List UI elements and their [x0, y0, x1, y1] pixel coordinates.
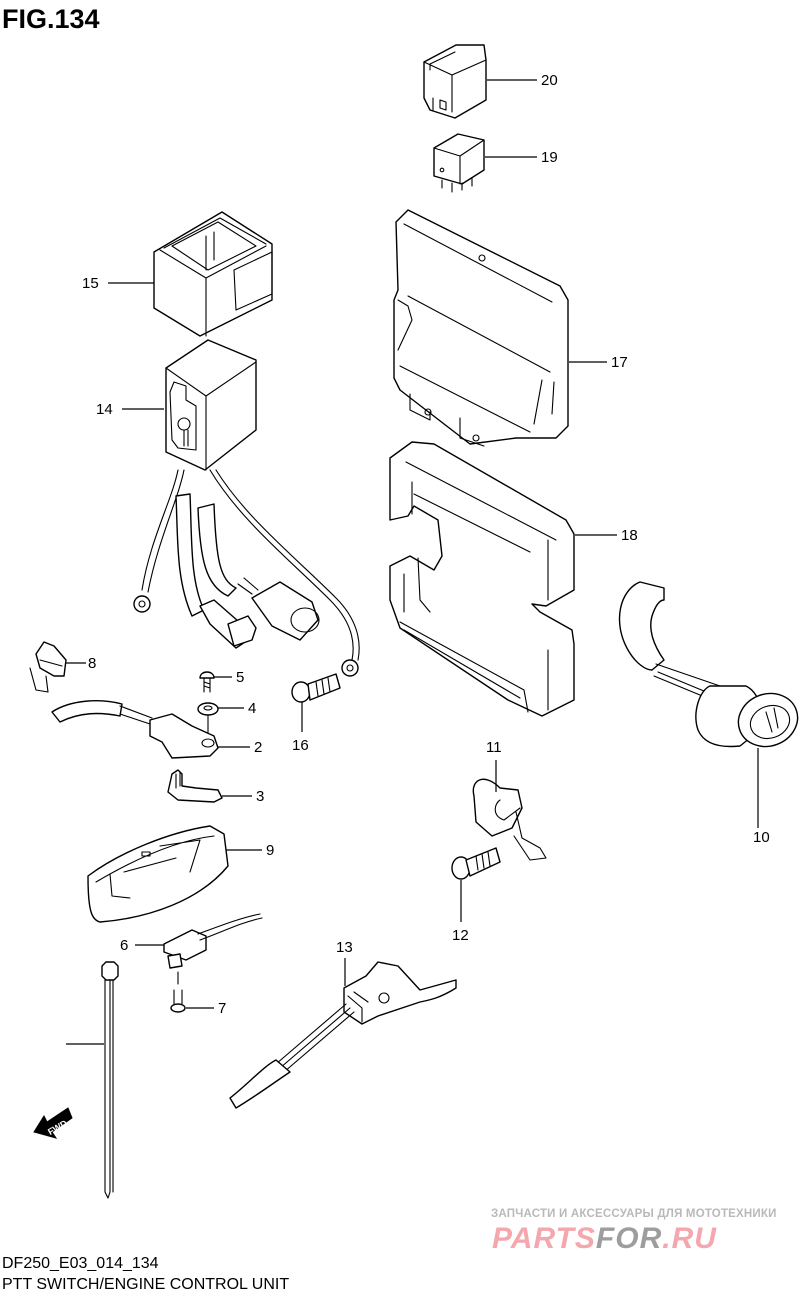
callout-3[interactable]: 4 — [248, 700, 256, 717]
callout-9[interactable]: 10 — [753, 829, 770, 846]
part-5-micro-switch[interactable] — [163, 913, 263, 969]
callout-18[interactable]: 19 — [541, 149, 558, 166]
part-12-switch-assembly[interactable] — [229, 961, 457, 1109]
fwd-arrow-icon: FWD — [33, 1107, 73, 1139]
callout-11[interactable]: 12 — [452, 927, 469, 944]
part-13-control-unit-harness[interactable] — [133, 339, 360, 677]
watermark-brand-a: PARTS — [492, 1222, 596, 1255]
callout-8[interactable]: 9 — [266, 842, 274, 859]
figure-code: DF250_E03_014_134 — [2, 1255, 159, 1272]
callout-14[interactable]: 15 — [82, 275, 99, 292]
watermark-logo[interactable]: PARTSFOR.RU — [492, 1222, 717, 1256]
part-20-cable-tie[interactable] — [101, 961, 119, 1199]
part-15-bolt[interactable] — [291, 673, 341, 703]
part-6-screw[interactable] — [170, 971, 186, 1013]
part-11-bolt[interactable] — [451, 847, 501, 880]
callout-2[interactable]: 3 — [256, 788, 264, 805]
callout-1[interactable]: 2 — [254, 739, 262, 756]
callout-5[interactable]: 6 — [120, 937, 128, 954]
part-1-ptt-switch-housing[interactable] — [51, 700, 219, 759]
callout-10[interactable]: 11 — [486, 739, 502, 756]
part-10-clamp[interactable] — [472, 778, 547, 861]
figure-title: FIG.134 — [2, 4, 100, 34]
part-4-screw[interactable] — [199, 671, 215, 693]
callout-16[interactable]: 17 — [611, 354, 628, 371]
callout-13[interactable]: 14 — [96, 401, 113, 418]
watermark-brand-c: .RU — [662, 1222, 717, 1255]
part-14-cover[interactable] — [153, 211, 273, 337]
figure-name: PTT SWITCH/ENGINE CONTROL UNIT — [2, 1276, 290, 1293]
callout-17[interactable]: 18 — [621, 527, 638, 544]
watermark-brand-b: FOR — [595, 1222, 663, 1255]
callout-19[interactable]: 20 — [541, 72, 558, 89]
part-9-key-switch[interactable] — [618, 581, 800, 755]
part-18-relay[interactable] — [433, 133, 485, 193]
callout-4[interactable]: 5 — [236, 669, 244, 686]
part-16-engine-control-unit[interactable] — [393, 209, 569, 447]
part-8-switch-cover[interactable] — [87, 825, 229, 923]
part-17-ecu-cushion[interactable] — [389, 441, 575, 717]
part-19-relay-cover[interactable] — [423, 44, 487, 119]
callout-6[interactable]: 7 — [218, 1000, 226, 1017]
callout-12[interactable]: 13 — [336, 939, 353, 956]
part-7-clamp[interactable] — [29, 641, 67, 693]
callout-15[interactable]: 16 — [292, 737, 309, 754]
callout-7[interactable]: 8 — [88, 655, 96, 672]
watermark-subtitle: ЗАПЧАСТИ И АКСЕССУАРЫ ДЛЯ МОТОТЕХНИКИ — [491, 1208, 777, 1220]
part-2-switch-cap[interactable] — [167, 769, 223, 803]
